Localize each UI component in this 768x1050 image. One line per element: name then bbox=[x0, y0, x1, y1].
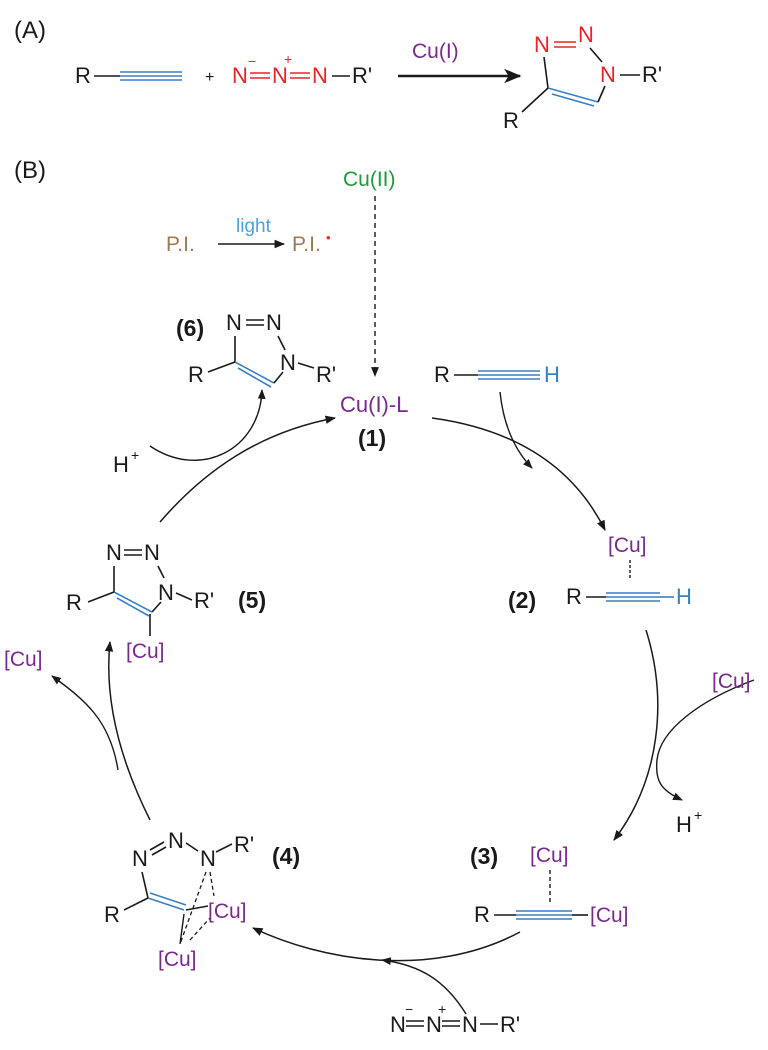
svg-text:[Cu]: [Cu] bbox=[208, 900, 247, 923]
svg-text:N: N bbox=[312, 63, 328, 88]
light-label: light bbox=[236, 216, 272, 237]
photoinitiator-label: P.I. bbox=[166, 233, 195, 256]
svg-text:R': R' bbox=[642, 62, 662, 87]
svg-text:R': R' bbox=[500, 1012, 520, 1037]
svg-text:N: N bbox=[266, 310, 282, 335]
svg-text:H: H bbox=[113, 452, 129, 477]
svg-text:R: R bbox=[566, 584, 582, 609]
triazole-product-6: N N N R' R bbox=[188, 310, 336, 388]
svg-text:[Cu]: [Cu] bbox=[530, 844, 569, 867]
panel-b-label: (B) bbox=[14, 157, 46, 184]
svg-text:[Cu]: [Cu] bbox=[590, 904, 629, 927]
svg-text:R: R bbox=[66, 590, 82, 615]
svg-text:R: R bbox=[503, 108, 519, 133]
svg-text:N: N bbox=[280, 350, 296, 375]
svg-text:N: N bbox=[600, 62, 616, 87]
svg-text:R': R' bbox=[234, 832, 254, 857]
svg-text:N: N bbox=[390, 1012, 406, 1037]
svg-text:H: H bbox=[676, 812, 692, 837]
svg-text:R: R bbox=[104, 902, 120, 927]
svg-text:R: R bbox=[188, 362, 204, 387]
azide-entry-arrow bbox=[381, 957, 467, 1015]
svg-text:N: N bbox=[158, 580, 174, 605]
product-triazole: N N N R' R bbox=[503, 22, 662, 133]
proton-left: H + bbox=[113, 447, 139, 477]
cycle-arrow-1-to-2 bbox=[431, 417, 606, 531]
svg-text:N: N bbox=[226, 310, 242, 335]
svg-text:N: N bbox=[106, 540, 122, 565]
step-6-label: (6) bbox=[176, 315, 204, 341]
photoinitiator-radical-label: P.I. bbox=[292, 233, 321, 256]
metallacycle-4: N N N R' R [Cu] [Cu] bbox=[104, 828, 254, 971]
cycle-arrow-5-to-1 bbox=[159, 415, 337, 523]
cu-ii-label: Cu(II) bbox=[343, 168, 396, 191]
alkyne-triple-bond bbox=[94, 71, 182, 81]
step-3-label: (3) bbox=[470, 843, 498, 869]
svg-text:N: N bbox=[144, 540, 160, 565]
svg-text:R: R bbox=[474, 902, 490, 927]
svg-text:N: N bbox=[578, 22, 594, 47]
cu-pi-complex-2: [Cu] R H bbox=[566, 534, 692, 609]
svg-text:H: H bbox=[544, 362, 560, 387]
svg-text:[Cu]: [Cu] bbox=[158, 948, 197, 971]
radical-dot: • bbox=[326, 230, 331, 245]
svg-text:N: N bbox=[462, 1012, 478, 1037]
step-5-label: (5) bbox=[238, 587, 266, 613]
cu-release-arrow bbox=[51, 675, 119, 771]
protonation-arrow bbox=[149, 389, 266, 461]
svg-text:R': R' bbox=[316, 362, 336, 387]
step-4-label: (4) bbox=[272, 843, 300, 869]
svg-text:−: − bbox=[405, 1001, 413, 1017]
cycle-arrow-3-to-4 bbox=[252, 927, 521, 962]
svg-text:N: N bbox=[534, 32, 550, 57]
svg-text:−: − bbox=[248, 53, 256, 69]
step-2-label: (2) bbox=[508, 587, 536, 613]
azide-reagent-bottom: N − N + N R' bbox=[390, 1001, 520, 1037]
svg-text:R': R' bbox=[352, 63, 372, 88]
cycle-arrow-2-to-3 bbox=[613, 629, 659, 841]
proton-right: H + bbox=[676, 807, 702, 837]
cu-entry-hplus-exit-arrow bbox=[655, 679, 755, 801]
cycle-arrow-4-to-5 bbox=[104, 640, 151, 821]
svg-text:N: N bbox=[132, 846, 148, 871]
svg-text:+: + bbox=[694, 807, 702, 823]
plus-sign: + bbox=[205, 69, 214, 86]
svg-text:+: + bbox=[131, 447, 139, 463]
cu-released-left: [Cu] bbox=[4, 648, 43, 671]
alkyne-r-label: R bbox=[75, 63, 91, 88]
svg-text:N: N bbox=[168, 828, 184, 853]
svg-text:+: + bbox=[438, 1001, 446, 1017]
svg-text:[Cu]: [Cu] bbox=[126, 640, 165, 663]
cu-i-l-label: Cu(I)-L bbox=[340, 392, 408, 417]
panel-a-label: (A) bbox=[14, 17, 46, 44]
svg-text:N: N bbox=[232, 63, 248, 88]
svg-text:N: N bbox=[200, 846, 216, 871]
cu-reagent-right: [Cu] bbox=[712, 670, 751, 693]
svg-text:R': R' bbox=[194, 588, 214, 613]
svg-text:[Cu]: [Cu] bbox=[608, 534, 647, 557]
cu-acetylide-3: [Cu] R [Cu] bbox=[474, 844, 629, 927]
svg-text:+: + bbox=[284, 51, 292, 67]
svg-text:H: H bbox=[676, 584, 692, 609]
cu-triazolide-5: N N N R' R [Cu] bbox=[66, 540, 214, 663]
terminal-alkyne: R H bbox=[434, 362, 560, 387]
azide-reactant: N − N + N R' bbox=[232, 51, 372, 88]
svg-text:N: N bbox=[426, 1012, 442, 1037]
svg-text:R: R bbox=[434, 362, 450, 387]
catalyst-label: Cu(I) bbox=[412, 40, 459, 63]
alkyne-entry-arrow bbox=[499, 391, 533, 469]
step-1-label: (1) bbox=[358, 425, 386, 451]
svg-text:N: N bbox=[272, 63, 288, 88]
